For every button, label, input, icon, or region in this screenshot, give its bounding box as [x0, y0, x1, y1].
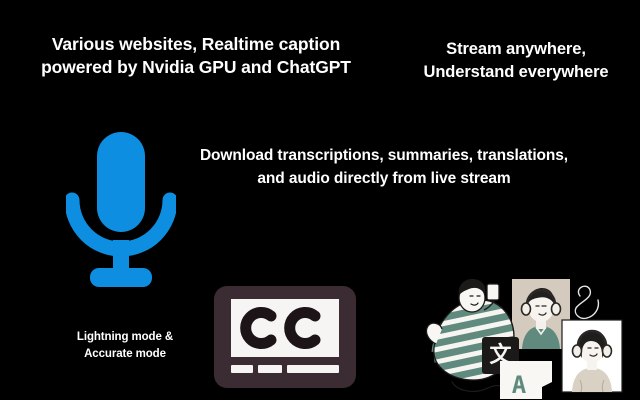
translation-illustration: 文 A: [424, 276, 640, 400]
translate-target-badge: A: [500, 361, 552, 399]
headline-stream-anywhere: Stream anywhere, Understand everywhere: [423, 40, 609, 81]
video-call-person-beige-sweater: [561, 319, 623, 393]
video-call-person-green-shirt: [512, 279, 570, 349]
headline-websites: Various websites, Realtime caption power…: [41, 34, 351, 77]
translate-target-glyph: A: [512, 371, 527, 399]
closed-caption-icon: [214, 286, 356, 388]
headline-download-transcriptions: Download transcriptions, summaries, tran…: [199, 147, 569, 187]
caption-lightning-accurate-modes: Lightning mode & Accurate mode: [76, 331, 174, 360]
microphone-icon: [66, 132, 176, 288]
squiggle-doodle: [574, 285, 600, 320]
